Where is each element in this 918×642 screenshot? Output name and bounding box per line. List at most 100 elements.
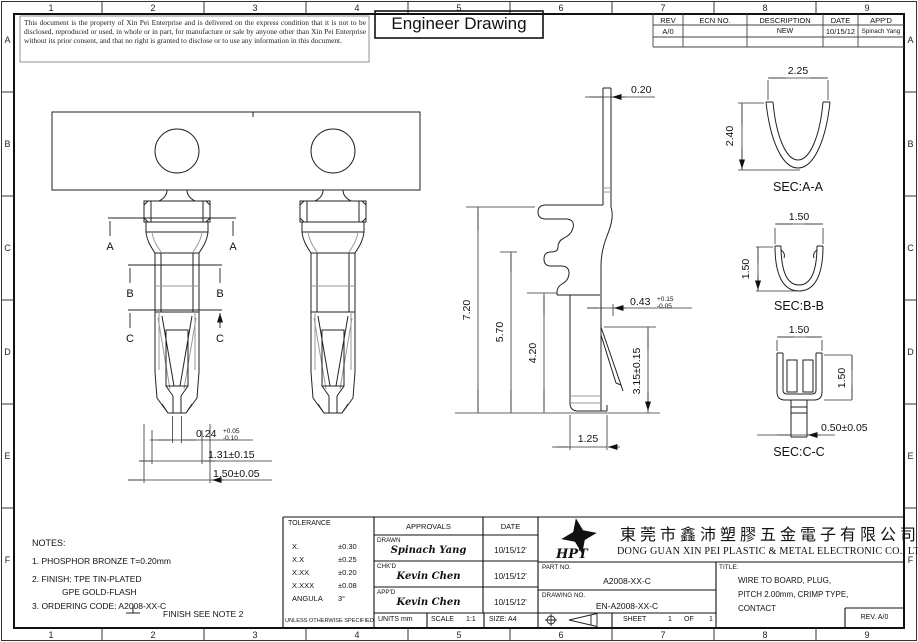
tolerance-title: TOLERANCE xyxy=(288,520,331,527)
section-letter-c: C xyxy=(126,333,134,345)
front-view: A A B B C C 0.24 +0.05 -0.10 1.31±0.15 1… xyxy=(51,111,421,483)
zone-col: 3 xyxy=(252,3,257,13)
dim-tolerance: -0.05 xyxy=(657,303,672,310)
note-item: 2. FINISH: TPE TIN-PLATED xyxy=(32,574,142,584)
section-view-b: 1.50 1.50 SEC:B-B xyxy=(740,211,824,313)
title-line: PITCH 2.00mm, CRIMP TYPE, xyxy=(738,590,849,599)
zone-row: B xyxy=(4,139,10,149)
title-line: WIRE TO BOARD, PLUG, xyxy=(738,576,832,585)
notes-title: NOTES: xyxy=(32,538,66,548)
size-label: SIZE: A4 xyxy=(489,616,517,623)
tolerance-label: X.XXX xyxy=(292,581,315,590)
part-no-value: A2008-XX-C xyxy=(603,576,651,586)
zone-col: 2 xyxy=(150,630,155,640)
zone-col: 4 xyxy=(354,3,359,13)
dim-label: 1.31±0.15 xyxy=(208,449,255,461)
zone-col: 6 xyxy=(558,630,563,640)
zone-row: E xyxy=(4,451,10,461)
scale-value: 1:1 xyxy=(466,616,476,623)
dim-label: 1.50±0.05 xyxy=(213,468,260,480)
chkd-signature: Kevin Chen xyxy=(396,571,461,582)
zone-row: F xyxy=(908,555,914,565)
appd-signature: Kevin Chen xyxy=(396,597,461,608)
dim-tolerance: +0.05 xyxy=(223,428,240,435)
chkd-label: CHK'D xyxy=(377,563,397,570)
zone-col: 9 xyxy=(864,630,869,640)
zone-col: 7 xyxy=(660,3,665,13)
side-dim-labels: 0.20 7.20 5.70 4.20 0.43 +0.15 -0.05 3.1… xyxy=(461,84,674,445)
sheet-num: 1 xyxy=(668,616,672,623)
dim-label: 7.20 xyxy=(461,300,473,321)
logo-text: HPT xyxy=(555,547,589,562)
drawing-no-value: EN-A2008-XX-C xyxy=(595,601,659,611)
rev-badge: REV. A/0 xyxy=(860,614,889,621)
sheet-of: OF xyxy=(684,616,694,623)
dim-label: 1.50 xyxy=(789,211,810,223)
star-icon xyxy=(561,518,597,554)
company-name-en: DONG GUAN XIN PEI PLASTIC & METAL ELECTR… xyxy=(617,546,918,557)
zone-row: A xyxy=(4,35,10,45)
appd-label: APP'D xyxy=(377,589,396,596)
dim-label: 1.50 xyxy=(789,324,810,336)
date-header: DATE xyxy=(830,16,851,25)
approvals-date-header: DATE xyxy=(500,522,521,531)
zone-col: 8 xyxy=(762,3,767,13)
tolerance-label: X.X xyxy=(292,555,305,564)
tolerance-value: ±0.25 xyxy=(338,555,357,564)
dim-label: 1.25 xyxy=(578,433,599,445)
tolerance-value: 3° xyxy=(338,594,346,603)
dim-label: 1.50 xyxy=(836,368,848,389)
page-title: Engineer Drawing xyxy=(391,14,527,33)
dim-label: 0.24 xyxy=(196,428,217,440)
company-logo: HPT xyxy=(555,518,597,562)
zone-row: D xyxy=(907,347,914,357)
section-letter-b: B xyxy=(126,288,133,300)
rev-value: A/0 xyxy=(662,27,674,36)
dim-tolerance: +0.15 xyxy=(657,296,674,303)
zone-col: 8 xyxy=(762,630,767,640)
notes-leader xyxy=(126,605,140,614)
zone-col: 9 xyxy=(864,3,869,13)
dim-label: 0.43 xyxy=(630,296,651,308)
side-dim-lines xyxy=(455,97,692,450)
section-b-label: SEC:B-B xyxy=(774,299,824,313)
title-label: TITLE: xyxy=(719,564,739,571)
section-letter-a: A xyxy=(229,241,237,253)
section-cut-lines xyxy=(108,217,236,328)
zone-labels: 1 2 3 4 5 6 7 8 9 1 2 3 4 5 6 7 8 9 A B … xyxy=(4,3,914,640)
scale-label: SCALE xyxy=(431,616,454,623)
zone-col: 5 xyxy=(456,3,461,13)
drawn-signature: Spinach Yang xyxy=(390,545,467,556)
dim-label: 5.70 xyxy=(494,322,506,343)
dim-label: 4.20 xyxy=(527,343,539,364)
zone-row: F xyxy=(5,555,11,565)
appd-header: APP'D xyxy=(870,16,892,25)
tolerance-value: ±0.20 xyxy=(338,568,357,577)
zone-col: 3 xyxy=(252,630,257,640)
dim-label: 3.15±0.15 xyxy=(631,348,643,395)
zone-col: 5 xyxy=(456,630,461,640)
zone-col: 1 xyxy=(48,630,53,640)
dim-label: 2.25 xyxy=(788,65,809,77)
section-view-c: 1.50 1.50 0.50±0.05 SEC:C-C xyxy=(757,324,868,459)
zone-col: 7 xyxy=(660,630,665,640)
dim-tolerance: -0.10 xyxy=(223,435,238,442)
description-value: NEW xyxy=(776,28,794,35)
note-callout: FINISH SEE NOTE 2 xyxy=(163,609,244,619)
zone-col: 1 xyxy=(48,3,53,13)
dim-label: 2.40 xyxy=(724,126,736,147)
section-letters: A A B B C C xyxy=(106,241,237,345)
zone-row: E xyxy=(907,451,913,461)
zone-col: 2 xyxy=(150,3,155,13)
section-letter-b: B xyxy=(216,288,223,300)
rev-header: REV xyxy=(660,16,676,25)
note-item: GPE GOLD-FLASH xyxy=(62,587,137,597)
date-value: 10/15/12 xyxy=(825,27,856,36)
carrier-strip xyxy=(51,111,421,191)
company-name-cn: 東莞市鑫沛塑膠五金電子有限公司 xyxy=(620,525,918,544)
appd-date: 10/15/12' xyxy=(494,598,527,607)
side-profile xyxy=(537,87,624,412)
tolerance-label: X.XX xyxy=(292,568,310,577)
approvals-header: APPROVALS xyxy=(406,522,451,531)
